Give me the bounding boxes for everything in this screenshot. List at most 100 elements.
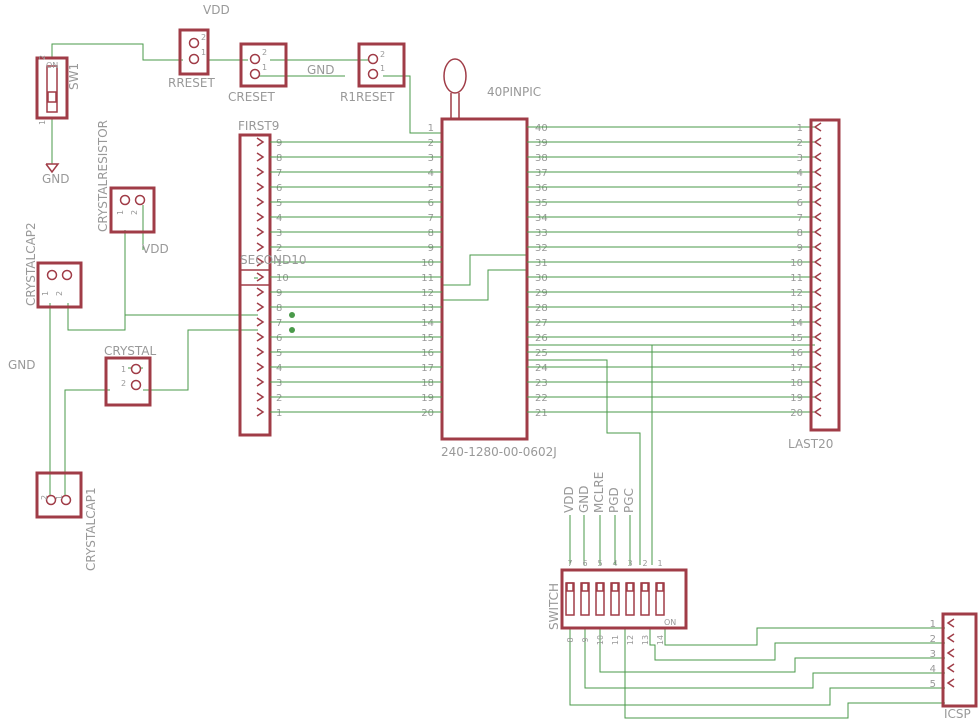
pic-right-pin-number: 31 (535, 258, 548, 269)
crystalcap2-pin-1: 1 (41, 291, 50, 296)
second10-pin-chevron (256, 347, 265, 357)
rreset-pad-1 (188, 53, 200, 65)
creset-pin-1: 1 (262, 63, 267, 72)
first9-pin-number: 7 (276, 168, 282, 179)
pic-left-pin-number: 12 (421, 288, 434, 299)
crystalcap2-pin-2: 2 (55, 291, 64, 296)
crystalresistor-pad-1 (119, 194, 131, 206)
pic-left-pin-number: 10 (421, 258, 434, 269)
second10-pin-chevron (256, 287, 265, 297)
last20-pin-number: 2 (797, 138, 803, 149)
second10-pin-number: 8 (276, 303, 282, 314)
pic-right-pin-number: 24 (535, 363, 548, 374)
icsp-pin-chevron (946, 678, 955, 688)
second10-pin-chevron (256, 407, 265, 417)
sw1-knob (47, 91, 57, 103)
last20-pin-number: 16 (790, 348, 803, 359)
junction-dot (289, 327, 295, 333)
last20-pin-number: 8 (797, 228, 803, 239)
junction-dot (289, 312, 295, 318)
switch-lever-knob (656, 582, 664, 592)
icsp-pin-number: 3 (930, 649, 936, 660)
pic-left-pin-number: 2 (428, 138, 434, 149)
crystal-pad-1 (130, 363, 142, 375)
pic-left-pin-number: 5 (428, 183, 434, 194)
rreset-pin-2: 2 (201, 33, 206, 42)
wire-pin30-out (441, 269, 527, 301)
pic-value-label: 240-1280-00-0602J (441, 445, 557, 459)
switch-signal-label: PGC (622, 488, 636, 513)
last20-pin-number: 17 (790, 363, 803, 374)
crystalcap1-pad-1 (60, 494, 72, 506)
crystal-pin-2: 2 (121, 379, 126, 388)
last20-pin-chevron (813, 227, 822, 237)
wire-pin31-out (441, 254, 527, 286)
icsp-pin-number: 1 (930, 619, 936, 630)
second10-pin-number: 9 (276, 288, 282, 299)
r1reset-jumper (357, 42, 406, 88)
pic-right-pin-number: 36 (535, 183, 548, 194)
crystalcap1-pin-1: 1 (55, 495, 64, 500)
second10-pin-chevron (256, 302, 265, 312)
last20-pin-chevron (813, 317, 822, 327)
pic-right-pin-number: 34 (535, 213, 548, 224)
creset-jumper (239, 42, 288, 88)
last20-pin-number: 13 (790, 303, 803, 314)
second10-label: SECOND10 (240, 253, 307, 267)
switch-signal-label: VDD (562, 486, 576, 513)
crystal-pin-1: 1 (121, 365, 126, 374)
last20-pin-number: 3 (797, 153, 803, 164)
first9-pin-number: 5 (276, 198, 282, 209)
gnd-sw1-label: GND (42, 172, 70, 186)
last20-pin-chevron (813, 212, 822, 222)
crystalresistor-body (109, 186, 156, 234)
pic-left-pin-number: 18 (421, 378, 434, 389)
second10-pin-number: 6 (276, 333, 282, 344)
vdd-top-label: VDD (203, 3, 230, 17)
second10-pin-chevron (256, 362, 265, 372)
wire-r1reset-mclr (383, 75, 442, 134)
crystalresistor-pad-2 (134, 194, 146, 206)
last20-pin-chevron (813, 302, 822, 312)
last20-pin-number: 19 (790, 393, 803, 404)
rreset-label: RRESET (168, 76, 215, 90)
wire-crystalresistor-osc (67, 230, 126, 331)
first9-pin-chevron (256, 227, 265, 237)
switch-signal-label: PGD (607, 487, 621, 513)
icsp-pin-number: 5 (930, 679, 936, 690)
first9-pin-number: 8 (276, 153, 282, 164)
last20-pin-chevron (813, 377, 822, 387)
second10-pin-chevron (256, 332, 265, 342)
first9-pin-chevron (256, 182, 265, 192)
pic-left-pin-number: 6 (428, 198, 434, 209)
second10-pin-number: 1 (276, 408, 282, 419)
sw1-pin-bottom: 1 (38, 120, 47, 125)
switch-top-pin-number: 2 (642, 559, 647, 568)
pic-right-pin-number: 23 (535, 378, 548, 389)
switch-bottom-pin-number: 14 (656, 635, 665, 645)
pic-right-pin-number: 26 (535, 333, 548, 344)
last20-header (809, 118, 841, 432)
creset-pad-2 (249, 53, 261, 65)
last20-pin-chevron (813, 407, 822, 417)
last20-pin-chevron (813, 167, 822, 177)
net-wires (49, 43, 945, 719)
icsp-header (941, 612, 978, 708)
last20-pin-number: 4 (797, 168, 803, 179)
last20-pin-number: 7 (797, 213, 803, 224)
switch-top-pin-number: 1 (657, 559, 662, 568)
switch-lever-knob (611, 582, 619, 592)
pic-left-pin-number: 17 (421, 363, 434, 374)
switch-lever-knob (626, 582, 634, 592)
last20-pin-number: 12 (790, 288, 803, 299)
wire-crystalcap1 (64, 389, 110, 505)
switch-label: SWITCH (547, 583, 561, 630)
first9-pin-number: 9 (276, 138, 282, 149)
crystalcap1-label: CRYSTALCAP1 (84, 487, 98, 571)
switch-top-pin-number: 3 (627, 559, 632, 568)
rreset-pin-1: 1 (201, 48, 206, 57)
last20-pin-chevron (813, 152, 822, 162)
pic-right-pin-number: 25 (535, 348, 548, 359)
second10-pin-number: 4 (276, 363, 282, 374)
